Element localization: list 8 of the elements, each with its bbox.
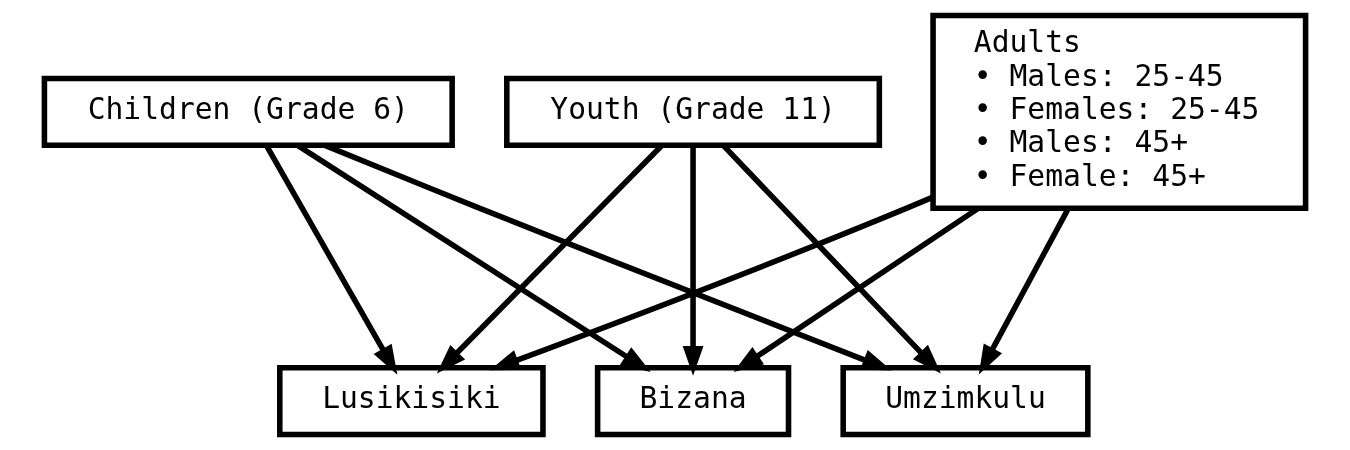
arrow [682,145,704,376]
node-box: Lusikisiki [277,364,546,438]
node-box: Youth (Grade 11) [504,75,883,149]
node-box: Umzimkulu [840,364,1091,438]
arrow [323,142,892,371]
node-box: Adults • Males: 25-45 • Females: 25-45 • Males: 45+ • Female: 45+ [930,12,1309,212]
node-box: Children (Grade 6) [41,75,455,149]
node-box: Bizana [594,364,792,438]
